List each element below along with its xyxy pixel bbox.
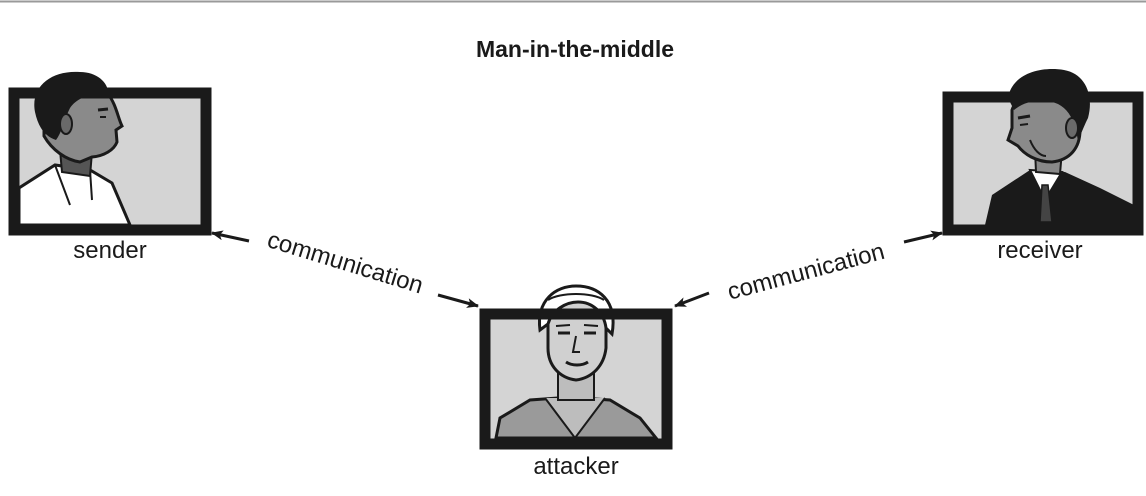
attacker-label: attacker bbox=[533, 453, 618, 480]
attacker-node: attacker bbox=[479, 284, 673, 480]
receiver-label: receiver bbox=[997, 237, 1082, 264]
sender-node: sender bbox=[8, 71, 212, 264]
sender-label: sender bbox=[73, 237, 146, 264]
edge-attacker-receiver: communication bbox=[674, 230, 943, 308]
edge-label-attacker-receiver: communication bbox=[725, 238, 888, 306]
arrow-attacker-receiver-tail bbox=[903, 230, 943, 244]
arrow-sender-attacker-tail bbox=[437, 293, 479, 308]
receiver-node: receiver bbox=[942, 69, 1144, 264]
arrow-sender-attacker bbox=[211, 230, 250, 243]
diagram-title: Man-in-the-middle bbox=[476, 36, 674, 62]
arrow-attacker-receiver bbox=[674, 291, 710, 308]
edge-label-sender-attacker: communication bbox=[264, 226, 426, 299]
edge-sender-attacker: communication bbox=[211, 226, 479, 308]
sender-portrait-icon bbox=[17, 71, 133, 227]
